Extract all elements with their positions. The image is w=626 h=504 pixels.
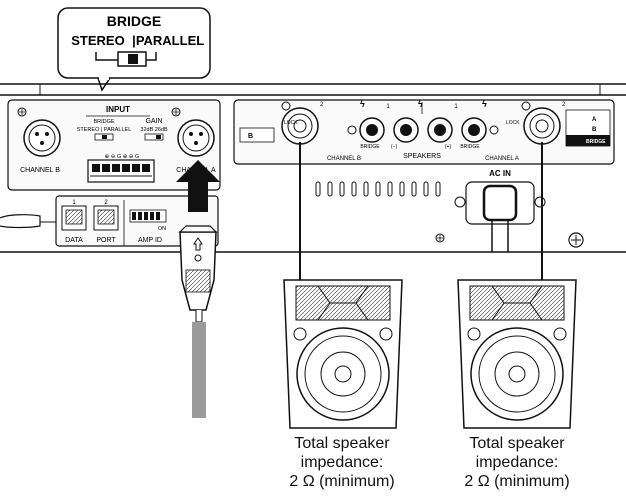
- data-port-panel: 1 2 DATA PORT ON AMP ID: [0, 195, 219, 247]
- ac-inlet: AC IN: [454, 169, 546, 252]
- warning-bolt-icon: ϟ: [418, 99, 423, 109]
- port-label: PORT: [96, 237, 116, 244]
- callout-divider: |: [132, 33, 136, 48]
- ac-in-label: AC IN: [489, 169, 511, 178]
- speakers-label: SPEAKERS: [403, 153, 441, 160]
- output-channel-b-label: CHANNEL B: [327, 156, 361, 162]
- input-bridge-label: BRIDGE: [93, 119, 114, 125]
- bridge-left-label: BRIDGE: [360, 144, 380, 150]
- amp-id-dip-switch[interactable]: [129, 209, 167, 223]
- callout-title: BRIDGE: [107, 13, 161, 29]
- caption-line-3: 2 Ω (minimum): [289, 473, 395, 490]
- screw-icon: [435, 233, 445, 243]
- gain-switch-knob: [156, 135, 161, 139]
- plus-label: (+): [445, 144, 452, 150]
- warning-bolt-icon: ϟ: [482, 99, 487, 109]
- data-label: DATA: [65, 237, 83, 244]
- speaker-impedance-caption-b: Total speaker impedance: 2 Ω (minimum): [252, 434, 432, 491]
- speakon-connector-icon[interactable]: [521, 101, 561, 145]
- speakon-b-number: 2: [320, 102, 324, 108]
- plug-icon: [178, 225, 218, 323]
- amplifier-chassis: [0, 83, 626, 253]
- xlr-connector-icon[interactable]: [17, 107, 61, 157]
- callout-parallel-label: PARALLEL: [136, 33, 204, 48]
- binding-post-a-number: 1: [454, 104, 458, 110]
- screw-icon: [568, 232, 584, 248]
- binding-post-b-number: 1: [386, 104, 390, 110]
- binding-post-row[interactable]: [347, 117, 499, 143]
- caption-line-2: impedance:: [475, 454, 559, 471]
- input-channel-b-label: CHANNEL B: [20, 167, 60, 174]
- caption-line-3: 2 Ω (minimum): [464, 473, 570, 490]
- loudspeaker-icon: [457, 279, 577, 429]
- caption-line-1: Total speaker: [294, 435, 390, 452]
- rj45-port-icon[interactable]: [61, 205, 87, 231]
- ventilation-slots: [315, 181, 441, 197]
- caption-line-1: Total speaker: [469, 435, 565, 452]
- input-panel: INPUT BRIDGE STEREO | PARALLEL GAIN 32dB…: [7, 99, 221, 191]
- output-panel: B LOCK 2 1 1 BRIDGE (−) (+) BRIDGE SPEAK…: [233, 99, 615, 165]
- gain-label: GAIN: [145, 118, 162, 125]
- legend-b-right: B: [592, 127, 597, 133]
- lock-label-b: LOCK: [284, 120, 298, 126]
- loudspeaker-icon: [283, 279, 403, 429]
- euroblock-terminal[interactable]: [87, 159, 155, 183]
- rj45-port-icon[interactable]: [93, 205, 119, 231]
- data-port-1-number: 1: [72, 200, 76, 206]
- insert-arrow-icon: [176, 160, 220, 212]
- xlr-connector-icon[interactable]: [171, 107, 215, 157]
- lock-label-a: LOCK: [506, 120, 520, 126]
- amp-id-label: AMP ID: [138, 237, 162, 244]
- input-cable: [192, 322, 206, 418]
- input-panel-title: INPUT: [106, 105, 130, 114]
- callout-stereo-label: STEREO: [71, 33, 124, 48]
- gain-switch[interactable]: [144, 133, 164, 141]
- minus-label: (−): [391, 144, 398, 150]
- legend-b-left: B: [248, 133, 253, 140]
- bridge-switch-callout: BRIDGE STEREO | PARALLEL: [57, 7, 211, 92]
- terminal-marks: ⊕ ⊖ G ⊕ ⊖ G: [105, 154, 140, 160]
- input-stereo-parallel-label: STEREO | PARALLEL: [77, 127, 132, 133]
- warning-bolt-icon: ϟ: [360, 99, 365, 109]
- gain-options-label: 32dB 26dB: [140, 127, 168, 133]
- legend-bridge-right: BRIDGE: [586, 139, 606, 145]
- speakon-a-number: 2: [562, 102, 566, 108]
- output-channel-a-label: CHANNEL A: [485, 156, 519, 162]
- speaker-impedance-caption-a: Total speaker impedance: 2 Ω (minimum): [427, 434, 607, 491]
- bridge-switch-knob: [128, 54, 138, 64]
- bridge-switch-knob-small: [102, 135, 107, 139]
- legend-a-right: A: [592, 117, 597, 123]
- bridge-right-label: BRIDGE: [460, 144, 480, 150]
- caption-line-2: impedance:: [300, 454, 384, 471]
- data-port-2-number: 2: [104, 200, 108, 206]
- amp-id-on-label: ON: [158, 226, 166, 232]
- speakon-connector-icon[interactable]: [281, 101, 319, 145]
